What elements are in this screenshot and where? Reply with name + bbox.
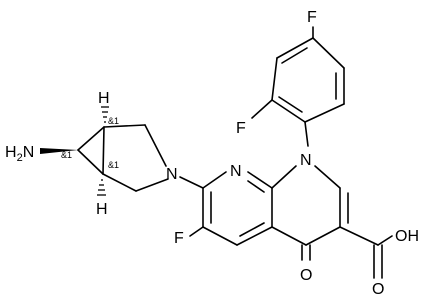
wedge-bond <box>40 148 78 154</box>
hash-bond <box>101 106 109 123</box>
bond <box>271 165 297 189</box>
bond <box>189 226 204 237</box>
fluoro-naphthyridine-label: F <box>174 230 184 247</box>
acid-oxygen-label: O <box>372 281 384 298</box>
stereo-label: &1 <box>108 116 119 126</box>
atom-labels: F F N N N F O OH O H2N H H <box>5 9 419 298</box>
bond <box>202 226 238 246</box>
fluoro-aryl-top-label: F <box>307 9 317 26</box>
bond <box>77 126 105 151</box>
bond <box>271 226 307 246</box>
bond <box>276 37 314 59</box>
stereo-label: &1 <box>108 160 119 170</box>
bond <box>339 226 379 246</box>
n8-label: N <box>230 163 242 180</box>
acid-hydroxyl-label: OH <box>395 228 419 245</box>
bond <box>202 171 227 189</box>
bond <box>271 57 278 101</box>
bond <box>251 99 273 119</box>
bond <box>179 176 204 189</box>
bond <box>247 171 273 189</box>
bond <box>236 226 273 246</box>
bond <box>281 47 308 64</box>
bond <box>103 124 146 128</box>
keto-oxygen-label: O <box>300 267 312 284</box>
bridgehead-h-top-label: H <box>98 90 110 107</box>
bond <box>102 126 105 175</box>
bond <box>135 178 169 192</box>
bonds <box>40 26 393 279</box>
n1-label: N <box>300 152 312 169</box>
n-pyrrolidine-label: N <box>166 166 178 183</box>
bond <box>304 121 309 147</box>
bond <box>312 37 345 69</box>
bond <box>239 222 265 237</box>
amine-label: H2N <box>5 144 34 164</box>
fluoro-aryl-ortho-label: F <box>236 120 246 137</box>
bond <box>314 165 341 189</box>
bond <box>278 96 303 113</box>
bond <box>377 235 393 246</box>
bond <box>247 180 265 193</box>
bond <box>304 103 345 123</box>
stereo-labels: &1 &1 &1 <box>61 116 119 170</box>
stereo-label: &1 <box>61 150 72 160</box>
bond <box>144 124 167 167</box>
bond <box>305 226 341 246</box>
bond <box>271 99 306 123</box>
bond <box>77 149 104 175</box>
bridgehead-h-bottom-label: H <box>96 201 108 218</box>
hash-bond <box>97 179 106 196</box>
bond <box>102 173 137 192</box>
